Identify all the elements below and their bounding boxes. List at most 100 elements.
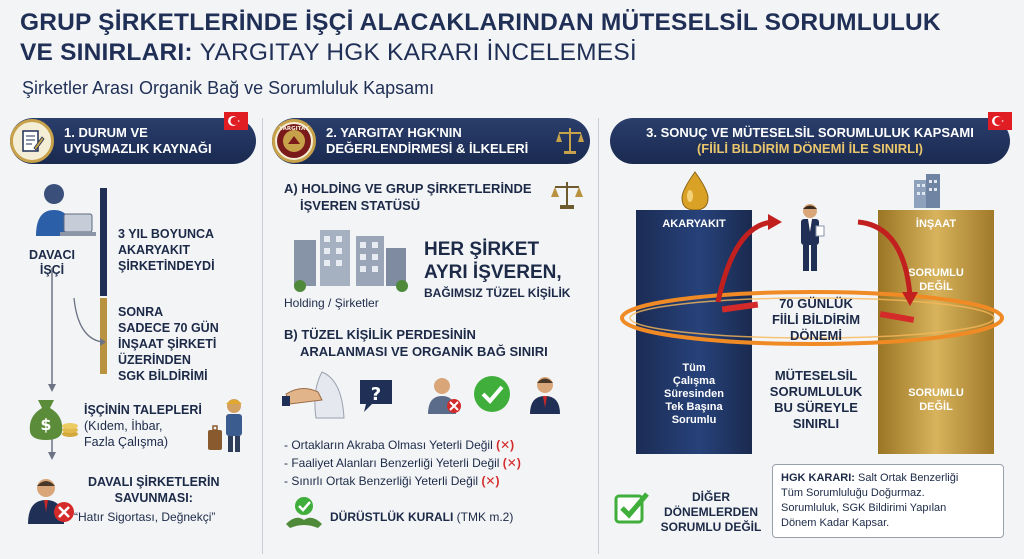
bullet-item: - Ortakların Akraba Olması Yeterli Değil…	[284, 436, 521, 454]
period-line: 70 GÜNLÜK	[779, 296, 853, 311]
column-divider	[598, 118, 599, 554]
x-mark-icon: (✕)	[481, 474, 500, 488]
subtitle: Şirketler Arası Organik Bağ ve Sorumlulu…	[22, 78, 435, 98]
claim-line: HER ŞİRKET	[424, 239, 540, 260]
hgk-line: Tüm Sorumluluğu Doğurmaz.	[781, 487, 925, 499]
bullet-list: - Ortakların Akraba Olması Yeterli Değil…	[284, 436, 521, 490]
claim-line: AYRI İŞVEREN,	[424, 262, 562, 283]
period-label: 70 GÜNLÜK FİİLİ BİLDİRİM DÖNEMİ	[754, 296, 878, 344]
defense-title: DAVALI ŞİRKETLERİN	[88, 475, 220, 489]
joint-liability-label: MÜTESELSİL SORUMLULUK BU SÜREYLE SINIRLI	[754, 368, 878, 432]
worker-suitcase-icon	[208, 399, 242, 452]
honesty-rule-ref: (TMK m.2)	[456, 510, 514, 524]
scales-of-justice-icon	[556, 128, 584, 154]
turkish-flag-icon	[988, 112, 1012, 130]
yargitay-seal-icon: YARGITAY	[272, 119, 316, 163]
hgk-line: HGK KARARI: Salt Ortak Benzerliği	[781, 471, 995, 486]
construction-pillar-label: İNŞAAT	[915, 218, 957, 230]
bullet-text: - Ortakların Akraba Olması Yeterli Değil	[284, 438, 493, 452]
transfer-arrow	[715, 214, 918, 306]
section-3: 3. SONUÇ VE MÜTESELSİL SORUMLULUK KAPSAM…	[608, 112, 1016, 556]
step-line: SONRA	[118, 305, 164, 319]
period-line: DÖNEMİ	[790, 328, 842, 343]
check-circle-icon	[474, 376, 510, 412]
step-1-text: 3 YIL BOYUNCA AKARYAKIT ŞİRKETİNDEYDİ	[118, 226, 215, 274]
title-line-2: VE SINIRLARI: YARGITAY HGK KARARI İNCELE…	[20, 39, 637, 66]
plaintiff-label-line: DAVACI	[28, 248, 76, 262]
construction-bottom-text: SORUMLU DEĞİL	[878, 386, 994, 414]
hgk-line: Sorumluluk, SGK Bildirimi Yapılan	[781, 502, 947, 514]
section-3-heading: 3. SONUÇ VE MÜTESELSİL SORUMLULUK KAPSAM…	[646, 125, 974, 140]
fuel-pillar-line: Tek Başına	[665, 401, 723, 413]
section-3-header: 3. SONUÇ VE MÜTESELSİL SORUMLULUK KAPSAM…	[610, 118, 1010, 164]
claims-text: İŞÇİNİN TALEPLERİ (Kıdem, İhbar, Fazla Ç…	[84, 402, 202, 450]
question-bubble-icon: ?	[360, 380, 392, 412]
step-line: İNŞAAT ŞİRKETİ	[118, 337, 217, 351]
svg-text:$: $	[40, 415, 51, 434]
construction-bottom-line: SORUMLU	[908, 387, 964, 399]
step-line: ÜZERİNDEN	[118, 353, 191, 367]
section-1: 1. DURUM VE UYUŞMAZLIK KAYNAĞI DAVACI İŞ…	[10, 112, 256, 556]
honesty-rule: DÜRÜSTLÜK KURALI (TMK m.2)	[330, 510, 513, 524]
title-line-2-bold: VE SINIRLARI:	[20, 39, 193, 66]
businessman-reject-icon	[28, 479, 74, 524]
worker-laptop-icon	[36, 184, 96, 236]
other-periods-line: DÖNEMLERDEN	[663, 505, 758, 519]
person-reject-icon	[428, 378, 461, 414]
claims-detail: Fazla Çalışma)	[84, 435, 169, 449]
fuel-pillar-line: Süresinden	[664, 388, 724, 400]
part-a-title-line: A) HOLDİNG VE GRUP ŞİRKETLERİNDE	[284, 181, 532, 196]
title-line-2-rest: YARGITAY HGK KARARI İNCELEMESİ	[199, 39, 637, 66]
construction-top-text: SORUMLU DEĞİL	[878, 266, 994, 294]
claim-each-company: HER ŞİRKET AYRI İŞVEREN,	[424, 238, 562, 284]
step-line: SADECE 70 GÜN	[118, 321, 219, 335]
other-periods-line: DİĞER	[691, 490, 730, 504]
fuel-pillar-text: Tüm Çalışma Süresinden Tek Başına Soruml…	[636, 362, 752, 427]
x-mark-icon: (✕)	[496, 438, 515, 452]
fuel-pillar-line: Sorumlu	[671, 414, 717, 426]
defense-text: DAVALI ŞİRKETLERİN SAVUNMASI:	[88, 474, 219, 506]
checkbox-check-icon	[614, 492, 649, 524]
construction-bottom-line: DEĞİL	[919, 401, 953, 413]
turkish-flag-icon	[224, 112, 248, 130]
bullet-item: - Sınırlı Ortak Benzerliği Yeterli Değil…	[284, 472, 521, 490]
step-line: SGK BİLDİRİMİ	[118, 369, 208, 383]
businessman-icon	[530, 377, 560, 414]
section-3-subheading: (FİİLİ BİLDİRİM DÖNEMİ İLE SINIRLI)	[696, 141, 924, 156]
svg-text:YARGITAY: YARGITAY	[278, 126, 310, 132]
joint-line: SINIRLI	[792, 416, 840, 431]
section-2-heading-line: DEĞERLENDİRMESİ & İLKELERİ	[326, 141, 529, 156]
liability-ring	[620, 290, 1004, 346]
manager-figure-icon	[801, 204, 825, 271]
x-mark-icon: (✕)	[502, 456, 521, 470]
document-pen-icon	[10, 119, 54, 163]
main-title: GRUP ŞİRKETLERİNDE İŞÇİ ALACAKLARINDAN M…	[20, 8, 1010, 68]
part-b-title-line: B) TÜZEL KİŞİLİK PERDESİNİN	[284, 327, 476, 342]
oil-drop-icon	[681, 171, 709, 211]
construction-building-icon	[914, 174, 940, 208]
section-2-heading-line: 2. YARGITAY HGK'NIN	[326, 125, 462, 140]
section-1-heading-line: 1. DURUM VE	[64, 125, 148, 140]
joint-line: MÜTESELSİL	[774, 368, 858, 383]
buildings-caption: Holding / Şirketler	[284, 296, 379, 310]
svg-text:?: ?	[371, 384, 381, 405]
section-2: 2. YARGITAY HGK'NIN DEĞERLENDİRMESİ & İL…	[272, 118, 590, 556]
other-periods-line: SORUMLU DEĞİL	[660, 520, 762, 534]
defense-quote: “Hatır Sigortası, Değnekçi”	[74, 510, 216, 524]
period-bar-construction	[100, 298, 107, 374]
money-bag-icon: $	[29, 400, 78, 440]
fuel-pillar-line: Çalışma	[672, 375, 716, 387]
bullet-item: - Faaliyet Alanları Benzerliği Yeterli D…	[284, 454, 521, 472]
construction-top-line: DEĞİL	[919, 281, 953, 293]
step-line: 3 YIL BOYUNCA	[118, 227, 215, 241]
step-2-text: SONRA SADECE 70 GÜN İNŞAAT ŞİRKETİ ÜZERİ…	[118, 304, 219, 384]
step-line: ŞİRKETİNDEYDİ	[118, 259, 215, 273]
other-periods-label: DİĞER DÖNEMLERDEN SORUMLU DEĞİL	[652, 490, 770, 535]
buildings-icon	[294, 230, 408, 292]
construction-top-line: SORUMLU	[908, 267, 964, 279]
claim-small: BAĞIMSIZ TÜZEL KİŞİLİK	[424, 286, 571, 300]
hgk-decision-box: HGK KARARI: Salt Ortak Benzerliği Tüm So…	[772, 464, 1004, 538]
honesty-rule-title: DÜRÜSTLÜK KURALI	[330, 510, 454, 524]
part-a-title-line: İŞVEREN STATÜSÜ	[300, 198, 421, 213]
column-divider	[262, 118, 263, 554]
